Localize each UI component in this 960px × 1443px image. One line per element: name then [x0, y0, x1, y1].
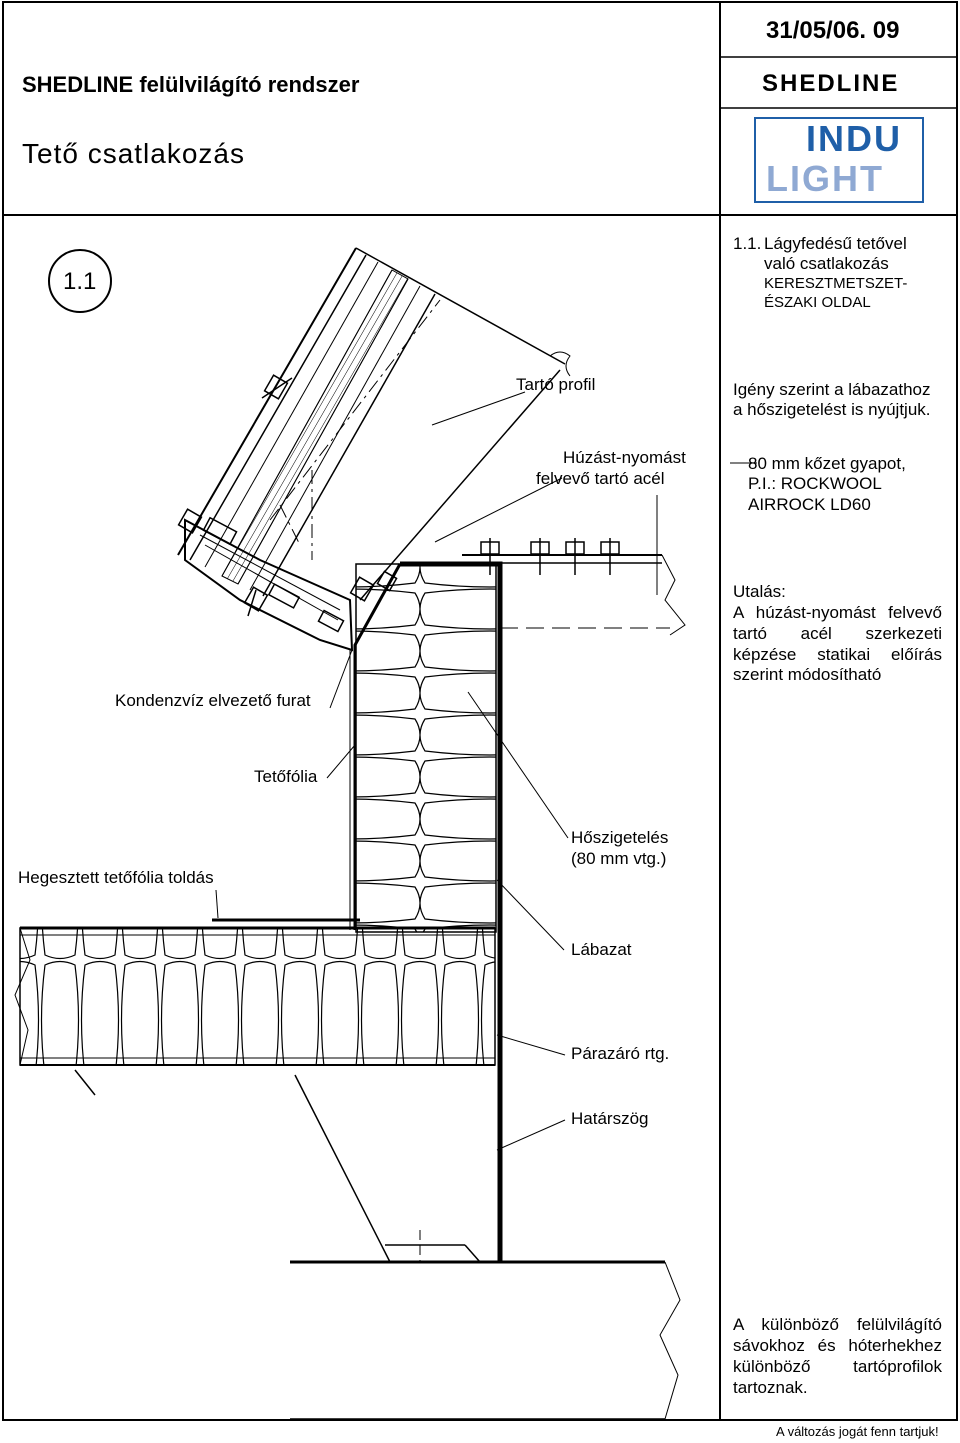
label-hoszigeteles-line2: (80 mm vtg.): [571, 849, 667, 868]
bottom-note-line4: tartoznak.: [733, 1378, 808, 1397]
label-tarto-profil: Tartó profil: [516, 375, 596, 394]
figure-number: 1.1: [63, 268, 97, 295]
roof-deck-structure: [74, 1069, 681, 1420]
logo-text-indu: INDU: [806, 118, 902, 159]
label-labazat: Lábazat: [571, 940, 632, 959]
logo-text-light: LIGHT: [766, 158, 884, 199]
rockwool-note-line3: AIRROCK LD60: [748, 495, 871, 514]
insulation-note-line1: Igény szerint a lábazathoz: [733, 380, 931, 399]
insulation-note-line2: a hőszigetelést is nyújtjuk.: [733, 400, 931, 419]
bottom-note-line2: sávokhoz és hóterhekhez: [733, 1336, 942, 1355]
footer-disclaimer: A változás jogát fenn tartjuk!: [776, 1424, 939, 1439]
rockwool-note-line2: P.I.: ROCKWOOL: [748, 474, 882, 493]
label-huzast-line2: felvevő tartó acél: [536, 469, 665, 488]
label-hoszigeteles-line1: Hőszigetelés: [571, 828, 669, 847]
section-heading-line1: Lágyfedésű tetővel: [764, 234, 907, 253]
bottom-note-line1: A különböző felülvilágító: [733, 1315, 942, 1334]
figure-number-circle: [48, 249, 112, 313]
label-hegesztett: Hegesztett tetőfólia toldás: [18, 868, 214, 887]
document-title: SHEDLINE felülvilágító rendszer: [22, 72, 360, 97]
leader-lines: [215, 391, 757, 1151]
support-steel-beam: [462, 538, 686, 636]
skylight-profile: [177, 247, 571, 652]
section-heading-line2: való csatlakozás: [764, 254, 889, 273]
roof-membrane-upstand: [353, 563, 402, 930]
upstand-insulation: [355, 563, 497, 933]
utalas-line4: szerint módosítható: [733, 665, 882, 684]
label-huzast-line1: Húzást-nyomást: [563, 448, 686, 467]
utalas-line1: A húzást-nyomást felvevő: [733, 603, 942, 622]
section-heading-line4: ÉSZAKI OLDAL: [764, 294, 871, 311]
roof-insulation: [14, 918, 496, 1066]
document-subtitle: Tető csatlakozás: [22, 138, 245, 169]
section-heading-line3: KERESZTMETSZET-: [764, 275, 908, 292]
indulight-logo: INDU LIGHT: [754, 117, 924, 203]
rockwool-note-line1: 80 mm kőzet gyapot,: [748, 454, 906, 473]
section-number: 1.1.: [733, 234, 762, 253]
label-kondenzviz: Kondenzvíz elvezető furat: [115, 691, 311, 710]
date-code: 31/05/06. 09: [766, 17, 900, 44]
upstand-steel: [400, 561, 503, 1262]
bottom-note-line3: különböző tartóprofilok: [733, 1357, 942, 1376]
label-parazaro: Párazáró rtg.: [571, 1044, 670, 1063]
label-tetofolia: Tetőfólia: [254, 767, 318, 786]
product-name: SHEDLINE: [762, 70, 900, 97]
utalas-title: Utalás:: [733, 582, 786, 601]
label-hatarszog: Határszög: [571, 1109, 649, 1128]
utalas-line2: tartó acél szerkezeti: [733, 624, 942, 643]
utalas-line3: képzése statikai előírás: [733, 645, 942, 664]
